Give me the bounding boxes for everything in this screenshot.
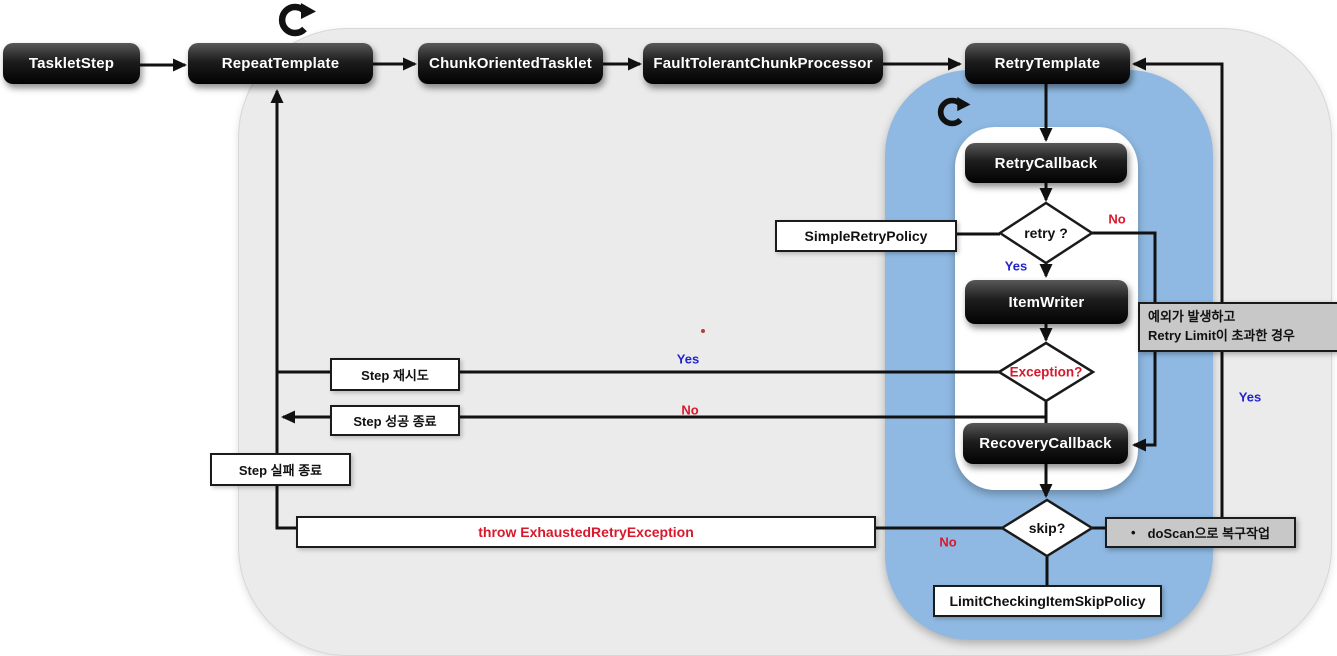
node-retrycallback: RetryCallback	[965, 143, 1127, 183]
box-step-fail-end: Step 실패 종료	[210, 453, 351, 486]
box-step-success-end: Step 성공 종료	[330, 405, 460, 436]
edge-label-exception-yes: Yes	[676, 351, 700, 367]
note-doscan-recovery: • doScan으로 복구작업	[1105, 517, 1296, 548]
edge-label-exception-no: No	[681, 402, 699, 418]
node-retrytemplate: RetryTemplate	[965, 43, 1130, 84]
edge-label-retry-no: No	[1108, 211, 1126, 227]
outer-loop-icon	[278, 3, 316, 37]
note-retry-limit-line2: Retry Limit이 초과한 경우	[1148, 328, 1295, 343]
edge-label-retry-yes: Yes	[1004, 258, 1028, 274]
label-skip-decision: skip?	[1028, 520, 1066, 536]
note-retry-limit-line1: 예외가 발생하고	[1148, 309, 1236, 325]
label-retry-decision: retry ?	[1024, 225, 1068, 241]
node-repeattemplate: RepeatTemplate	[188, 43, 373, 84]
box-simpleretrypolicy: SimpleRetryPolicy	[775, 220, 957, 252]
node-chunkorientedtasklet: ChunkOrientedTasklet	[418, 43, 603, 84]
edge-label-skip-yes: Yes	[1238, 389, 1262, 405]
stray-dot	[701, 329, 705, 333]
note-doscan-text: doScan으로 복구작업	[1147, 526, 1270, 541]
node-recoverycallback: RecoveryCallback	[963, 423, 1128, 464]
box-throw-exhaustedretryexception: throw ExhaustedRetryException	[296, 516, 876, 548]
node-taskletstep: TaskletStep	[3, 43, 140, 84]
node-faulttolerantchunkprocessor: FaultTolerantChunkProcessor	[643, 43, 883, 84]
edge-label-skip-no: No	[939, 534, 957, 550]
label-exception-decision: Exception?	[1009, 364, 1083, 380]
note-retry-limit-exceeded: 예외가 발생하고 Retry Limit이 초과한 경우	[1138, 302, 1337, 352]
box-step-retry: Step 재시도	[330, 358, 460, 391]
node-itemwriter: ItemWriter	[965, 280, 1128, 324]
box-limitcheckingitemskippolicy: LimitCheckingItemSkipPolicy	[933, 585, 1162, 617]
bullet-icon: •	[1131, 525, 1136, 540]
